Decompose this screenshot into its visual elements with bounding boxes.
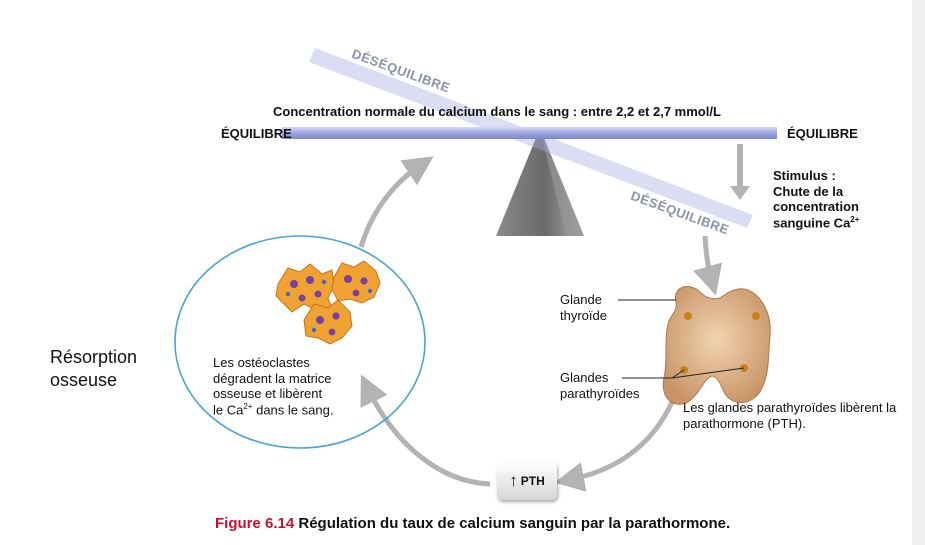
parathyroid-label: Glandes parathyroïdes	[560, 370, 640, 401]
resorption-label-line-1: Résorption	[50, 347, 138, 367]
right-edge-strip	[912, 0, 925, 545]
parathyroid-label-line-1: Glandes	[560, 370, 609, 385]
thyroid-gland-icon	[662, 286, 771, 405]
stimulus-text: Stimulus : Chute de la concentration san…	[773, 168, 859, 231]
stimulus-line-2: concentration	[773, 199, 859, 215]
osteoclast-text-line-2: dégradent la matrice	[213, 370, 332, 386]
osteoclast-text-line-3: osseuse et libèrent	[213, 386, 323, 402]
osteoclast-text-line-4: le Ca2+ dans le sang.	[213, 402, 333, 418]
balance-beam	[282, 127, 777, 139]
thyroid-label-line-1: Glande	[560, 292, 602, 307]
arrow-to-equilibrium	[358, 156, 434, 248]
osteoclast-text-line-4-prefix: le Ca	[213, 402, 244, 418]
arrow-to-pth	[554, 400, 675, 492]
stimulus-line-1: Chute de la	[773, 183, 844, 199]
figure-number: Figure 6.14	[215, 515, 295, 532]
thyroid-label-line-2: thyroïde	[560, 307, 607, 323]
stimulus-down-arrow	[730, 144, 750, 200]
thyroid-label: Glande thyroïde	[560, 292, 607, 323]
osteoclast-ca-superscript: 2+	[243, 401, 253, 411]
arrow-to-thyroid	[693, 235, 723, 296]
stimulus-ca-superscript: 2+	[850, 214, 860, 224]
figure-caption: Figure 6.14 Régulation du taux de calciu…	[215, 515, 730, 532]
stimulus-line-3-text: sanguine Ca	[773, 215, 851, 231]
osteoclast-cells-icon	[275, 260, 381, 345]
osteoclast-text: Les ostéoclastes dégradent la matrice os…	[213, 355, 333, 418]
osteoclast-text-line-4-suffix: dans le sang.	[252, 402, 334, 418]
parathyroid-leader-line-3	[671, 367, 745, 379]
resorption-ellipse	[174, 235, 426, 449]
resorption-label: Résorption osseuse	[50, 346, 137, 391]
stimulus-title: Stimulus :	[773, 168, 836, 183]
up-arrow-icon: ↑	[509, 471, 518, 490]
stimulus-line-3: sanguine Ca2+	[773, 215, 859, 231]
parathyroid-label-line-2: parathyroïdes	[560, 385, 640, 401]
figure-title: Régulation du taux de calcium sanguin pa…	[298, 515, 731, 532]
parathyroid-release-text: Les glandes parathyroïdes libèrent la pa…	[683, 400, 897, 431]
parathyroid-leader-line-2	[671, 369, 685, 379]
equilibre-left-label: ÉQUILIBRE	[221, 126, 292, 141]
resorption-label-line-2: osseuse	[50, 369, 118, 390]
osteoclast-text-line-1: Les ostéoclastes	[213, 355, 310, 370]
normal-concentration-header: Concentration normale du calcium dans le…	[273, 104, 721, 119]
arrow-to-osteoclasts	[360, 374, 491, 487]
pth-label: PTH	[520, 474, 545, 488]
pth-box: ↑ PTH	[497, 462, 557, 500]
equilibre-right-label: ÉQUILIBRE	[787, 126, 858, 141]
fulcrum	[496, 128, 584, 236]
